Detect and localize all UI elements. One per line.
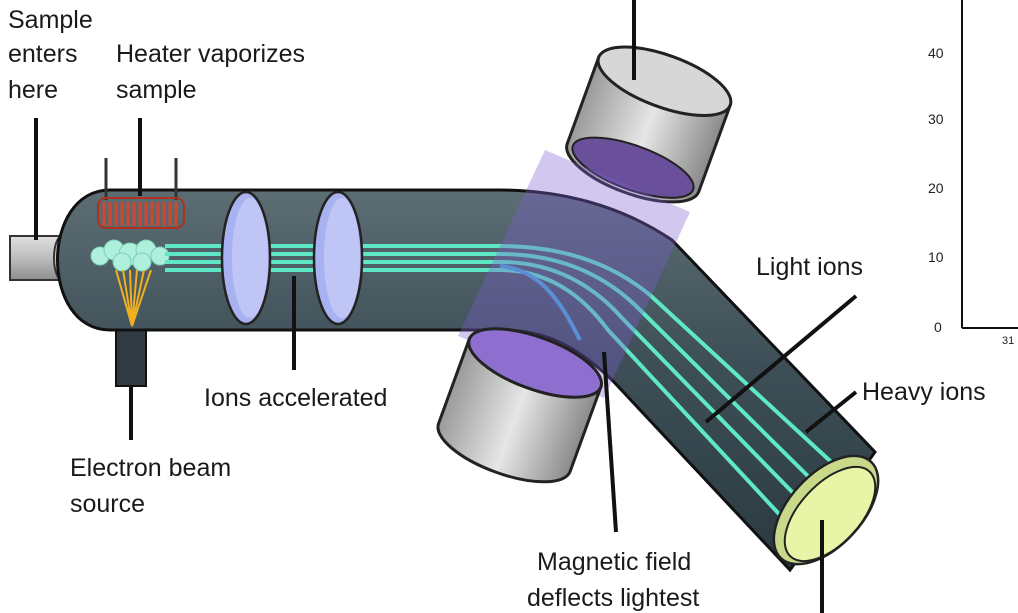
upper-magnet (565, 45, 733, 204)
label-light-ions: Light ions (756, 253, 863, 281)
label-sample-3: here (8, 76, 58, 104)
label-magnetic-1: Magnetic field (537, 548, 691, 576)
lower-magnet (436, 327, 603, 484)
label-sample-2: enters (8, 40, 77, 68)
partial-chart: 40 30 20 10 0 31 (928, 0, 1018, 347)
label-electron-2: source (70, 490, 145, 518)
electron-rays (115, 269, 152, 327)
label-sample-1: Sample (8, 6, 93, 34)
pointer-heavy-ions (804, 390, 858, 434)
label-ions-accelerated: Ions accelerated (204, 384, 387, 412)
y-tick-10: 10 (928, 249, 944, 265)
accelerator-lens-2 (312, 190, 364, 326)
y-tick-40: 40 (928, 45, 944, 61)
y-tick-20: 20 (928, 180, 944, 196)
y-tick-30: 30 (928, 111, 944, 127)
ion-beam (165, 244, 842, 517)
label-heater-1: Heater vaporizes (116, 40, 305, 68)
label-magnetic-2: deflects lightest (527, 584, 699, 612)
pointer-lines (34, 0, 858, 613)
electron-source-block (115, 325, 147, 387)
labels: Sample enters here Heater vaporizes samp… (8, 6, 986, 612)
y-tick-0: 0 (934, 319, 942, 335)
detector (772, 454, 880, 566)
label-heater-2: sample (116, 76, 197, 104)
label-heavy-ions: Heavy ions (862, 378, 986, 406)
x-tick-partial: 31 (1002, 335, 1014, 347)
vapor-cloud (90, 239, 170, 272)
accelerator-lens-1 (220, 190, 272, 326)
pointer-light-ions (704, 294, 858, 424)
pointer-magnetic (602, 351, 618, 533)
heater-coil (97, 158, 185, 229)
label-electron-1: Electron beam (70, 454, 231, 482)
